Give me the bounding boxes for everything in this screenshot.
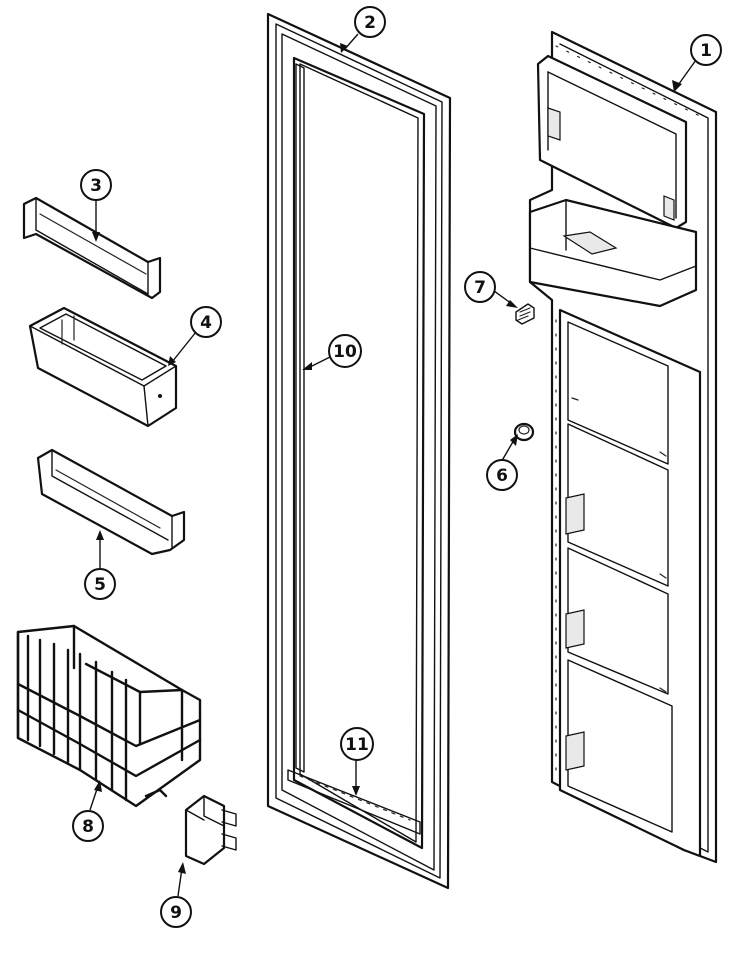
callout-6: 6 xyxy=(486,459,518,491)
svg-text:7: 7 xyxy=(474,278,486,298)
callout-5: 5 xyxy=(84,568,116,600)
callout-11: 11 xyxy=(340,727,374,761)
callout-4: 4 xyxy=(190,306,222,338)
svg-text:10: 10 xyxy=(333,342,357,362)
svg-text:5: 5 xyxy=(94,575,106,595)
svg-text:9: 9 xyxy=(170,903,182,923)
svg-text:2: 2 xyxy=(364,13,376,33)
door-gasket-part xyxy=(266,12,452,890)
plug-part xyxy=(513,422,535,442)
door-tray-part xyxy=(36,448,186,556)
bracket-clip-part xyxy=(184,794,237,866)
wire-basket-part xyxy=(16,624,202,808)
svg-text:1: 1 xyxy=(700,41,712,61)
svg-text:4: 4 xyxy=(200,313,212,333)
door-liner-part xyxy=(528,30,718,864)
callout-2: 2 xyxy=(354,6,386,38)
door-shelf-bar-part xyxy=(22,196,162,300)
callout-9: 9 xyxy=(160,896,192,928)
callout-1: 1 xyxy=(690,34,722,66)
svg-text:6: 6 xyxy=(496,466,508,486)
door-bin-part xyxy=(28,306,178,428)
callout-7: 7 xyxy=(464,271,496,303)
bottom-strip-part xyxy=(287,769,421,835)
breaker-strip-part xyxy=(295,63,305,773)
svg-text:8: 8 xyxy=(82,817,94,837)
svg-text:11: 11 xyxy=(345,735,369,755)
callout-8: 8 xyxy=(72,810,104,842)
svg-text:3: 3 xyxy=(90,176,102,196)
callout-3: 3 xyxy=(80,169,112,201)
screw-part xyxy=(515,303,535,325)
callout-10: 10 xyxy=(328,334,362,368)
